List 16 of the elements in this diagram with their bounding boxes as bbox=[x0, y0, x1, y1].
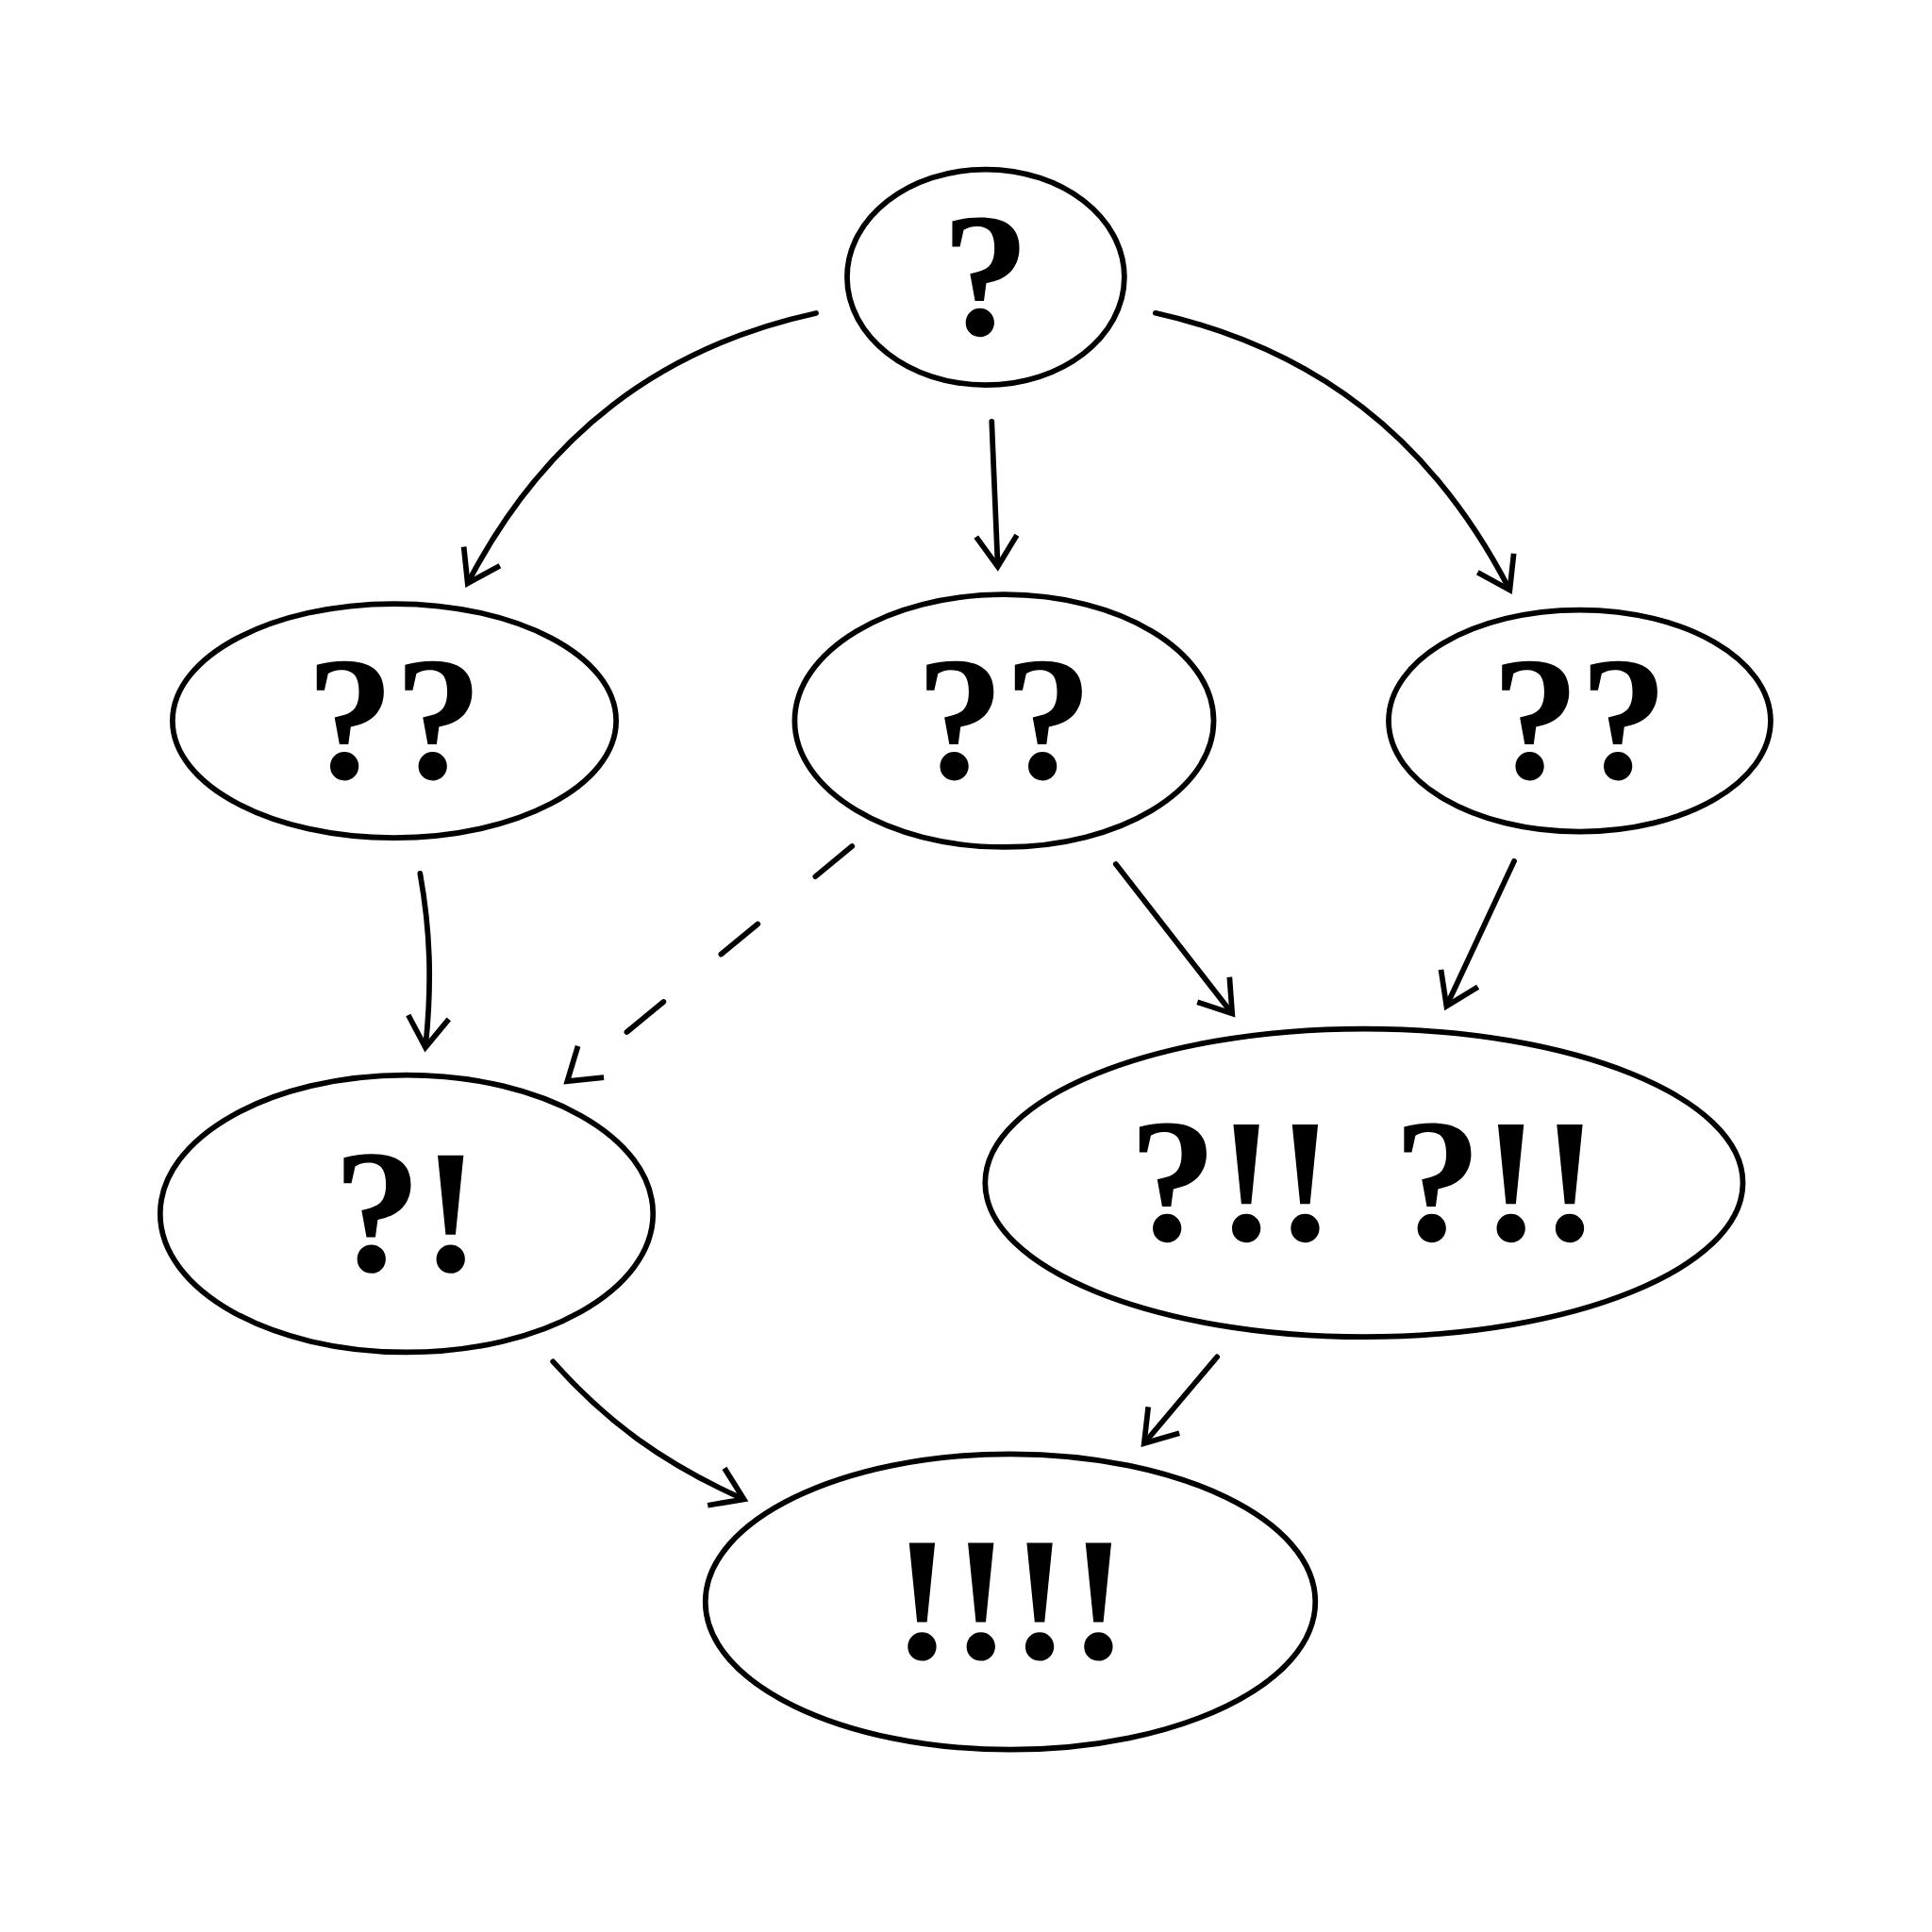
thought-bubble: ?? bbox=[170, 601, 619, 841]
arrow bbox=[563, 843, 856, 1085]
arrow bbox=[550, 1358, 749, 1508]
thought-bubble: ?? bbox=[1386, 607, 1774, 835]
thought-bubble: !!!! bbox=[702, 1451, 1319, 1753]
arrow bbox=[1112, 861, 1236, 1018]
arrow bbox=[1438, 858, 1517, 1011]
arrow bbox=[1152, 309, 1517, 595]
thought-bubble: ? bbox=[844, 166, 1127, 389]
arrow bbox=[460, 310, 819, 588]
thought-bubble: ?! bbox=[157, 1072, 657, 1356]
arrow bbox=[974, 419, 1020, 572]
arrow bbox=[1141, 1354, 1221, 1447]
thought-bubble: ?!! ?!! bbox=[982, 1025, 1746, 1341]
arrow bbox=[406, 871, 451, 1053]
thought-bubble: ?? bbox=[791, 591, 1217, 850]
